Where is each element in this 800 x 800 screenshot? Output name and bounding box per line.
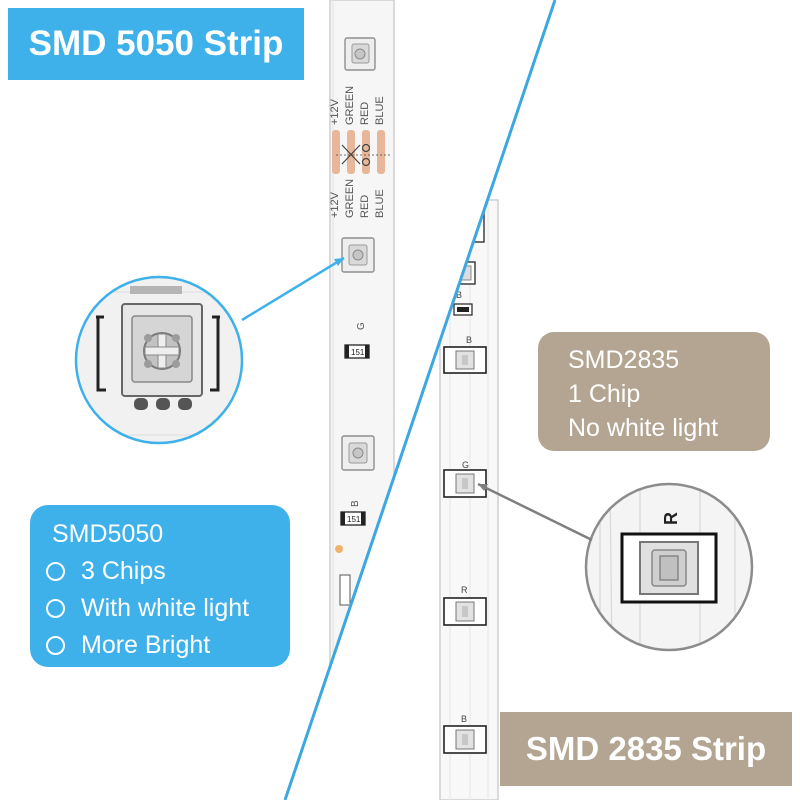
solder-dot	[335, 545, 343, 553]
resistor: 151	[340, 511, 366, 526]
zoom-pointer-2835	[477, 482, 593, 542]
feature-text: With white light	[81, 594, 250, 622]
feature-row: With white light	[46, 590, 290, 627]
channel-mark: R	[661, 512, 681, 525]
strip-body	[439, 199, 499, 800]
circle-bullet-icon	[46, 599, 65, 618]
feature-row: More Bright	[46, 627, 290, 664]
pad-label: RED	[359, 102, 371, 125]
cut-mark	[336, 143, 392, 167]
channel-label-b: B	[466, 335, 472, 345]
led-chip-2835	[443, 469, 487, 498]
zoom-circle-2835: R	[584, 482, 754, 652]
channel-label-b: B	[456, 290, 462, 300]
pad-label: +12V	[329, 191, 341, 218]
pad-label: GREEN	[344, 86, 356, 125]
resistor	[453, 303, 473, 316]
zoom-pointer-arrow	[334, 258, 344, 266]
smd2835-info-line: 1 Chip	[568, 380, 641, 408]
smd5050-title-badge: SMD 5050 Strip	[8, 8, 304, 80]
smd2835-info-line: SMD2835	[568, 346, 680, 374]
smd5050-strip: +12V GREEN RED BLUE +12V GRE	[329, 0, 395, 800]
pad-labels-bottom: +12V GREEN RED BLUE	[329, 179, 386, 218]
feature-text: More Bright	[81, 631, 211, 659]
channel-label-b: B	[461, 714, 467, 724]
resistor-code: 151	[347, 515, 361, 524]
circle-bullet-icon	[46, 562, 65, 581]
smd5050-info-card: SMD5050 3 Chips With white light More Br…	[30, 505, 290, 667]
led-chip-5050	[341, 237, 375, 273]
pad-label: RED	[359, 195, 371, 218]
led-chip-5050	[341, 435, 375, 471]
smd2835-info-line: No white light	[568, 414, 719, 442]
channel-label-g: G	[462, 460, 469, 470]
smd5050-info-heading: SMD5050	[52, 520, 164, 548]
smd5050-title: SMD 5050 Strip	[28, 24, 284, 63]
copper-pads	[332, 130, 385, 174]
feature-row: 3 Chips	[46, 553, 290, 590]
resistor: 151	[344, 344, 370, 359]
zoom-pointer-arrow	[478, 484, 488, 491]
smd2835-title-badge: SMD 2835 Strip	[500, 712, 792, 786]
pad-label: BLUE	[374, 96, 386, 125]
channel-label-g: G	[356, 322, 367, 330]
channel-label-b: B	[350, 500, 361, 507]
led-chip-2835	[443, 597, 487, 626]
led-chip-2835	[443, 725, 487, 754]
led-chip-5050	[344, 37, 376, 71]
zoom-pointer-5050	[241, 256, 345, 322]
circle-bullet-icon	[46, 636, 65, 655]
pad-label: +12V	[329, 98, 341, 125]
pad-label: GREEN	[344, 179, 356, 218]
pad-label: BLUE	[374, 189, 386, 218]
component-edge	[339, 574, 351, 606]
smd2835-title: SMD 2835 Strip	[525, 730, 767, 767]
led-chip-2835	[443, 346, 487, 374]
smd2835-info-card: SMD2835 1 Chip No white light	[538, 332, 770, 451]
feature-text: 3 Chips	[81, 557, 166, 585]
pad-labels-top: +12V GREEN RED BLUE	[329, 86, 386, 125]
resistor-code: 151	[351, 348, 365, 357]
zoom-circle-5050	[74, 275, 244, 445]
diagonal-divider	[283, 0, 557, 800]
channel-label-r: R	[461, 585, 468, 595]
smd2835-strip: B B G R B	[439, 199, 499, 800]
